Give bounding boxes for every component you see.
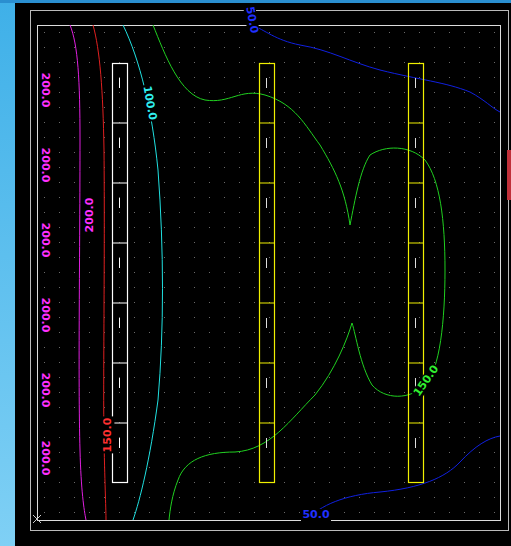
luminaire-row (259, 64, 275, 483)
outer-frame (31, 11, 509, 531)
isoline-value: 200.0 (39, 440, 51, 477)
isoline-200 (70, 25, 86, 520)
isoline-value: 200.0 (39, 372, 51, 409)
isoline-100 (123, 25, 163, 520)
luminaire-row (408, 64, 424, 483)
isoline-value: 50.0 (301, 509, 330, 521)
isoline-value: 200.0 (39, 297, 51, 334)
isoline-value: 200.0 (84, 197, 96, 234)
isoline-50-top (252, 25, 500, 112)
room-outline (38, 26, 501, 521)
isoline-50-bottom (307, 436, 500, 520)
grid-dots (37, 25, 500, 520)
isoline-value: 200.0 (39, 147, 51, 184)
isoline-150-green (153, 25, 445, 520)
isoline-value: 150.0 (102, 417, 114, 454)
isoline-value: 200.0 (39, 222, 51, 259)
isoline-value: 200.0 (39, 72, 51, 109)
sky-strip (0, 0, 15, 546)
